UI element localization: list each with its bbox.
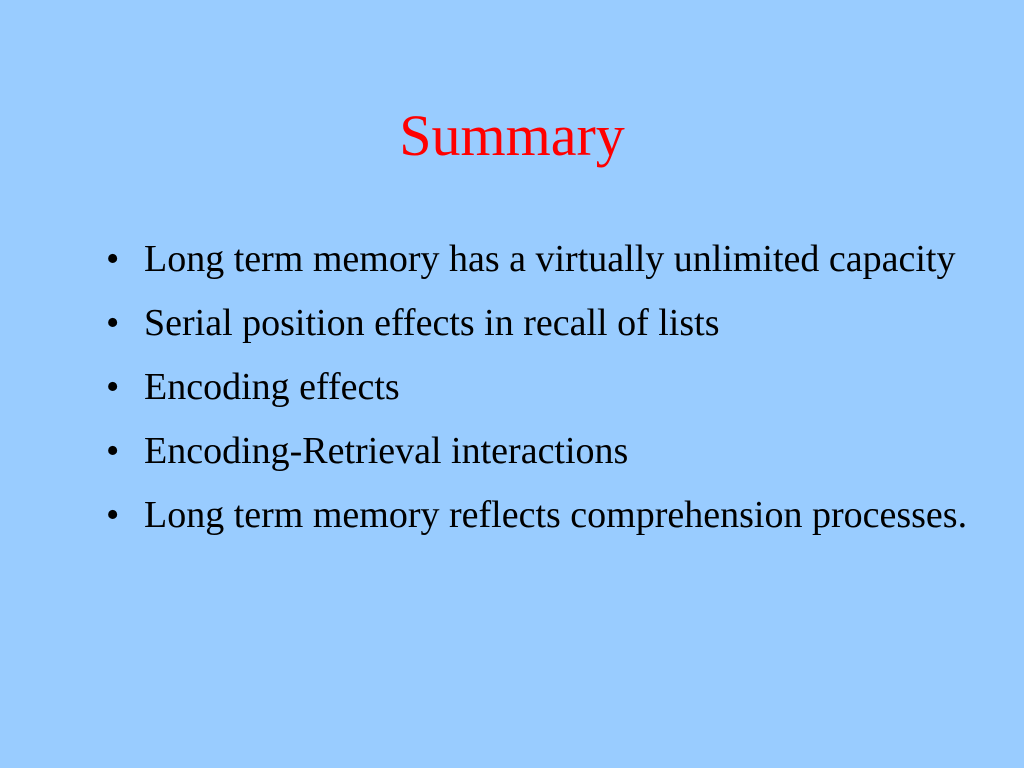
bullet-text: Long term memory reflects comprehension … [144, 494, 968, 536]
slide-title: Summary [399, 103, 625, 168]
bullet-list: • Long term memory has a virtually unlim… [100, 232, 970, 552]
bullet-item: • Long term memory has a virtually unlim… [100, 232, 970, 286]
bullet-item: • Encoding effects [100, 360, 970, 414]
bullet-text: Long term memory has a virtually unlimit… [144, 238, 956, 280]
bullet-icon: • [106, 430, 120, 472]
bullet-item: • Serial position effects in recall of l… [100, 296, 970, 350]
bullet-icon: • [106, 494, 120, 536]
bullet-item: • Long term memory reflects comprehensio… [100, 488, 970, 542]
bullet-icon: • [106, 366, 120, 408]
bullet-icon: • [106, 238, 120, 280]
bullet-item: • Encoding-Retrieval interactions [100, 424, 970, 478]
bullet-text: Encoding effects [144, 366, 400, 408]
bullet-icon: • [106, 302, 120, 344]
bullet-text: Serial position effects in recall of lis… [144, 302, 720, 344]
bullet-text: Encoding-Retrieval interactions [144, 430, 629, 472]
